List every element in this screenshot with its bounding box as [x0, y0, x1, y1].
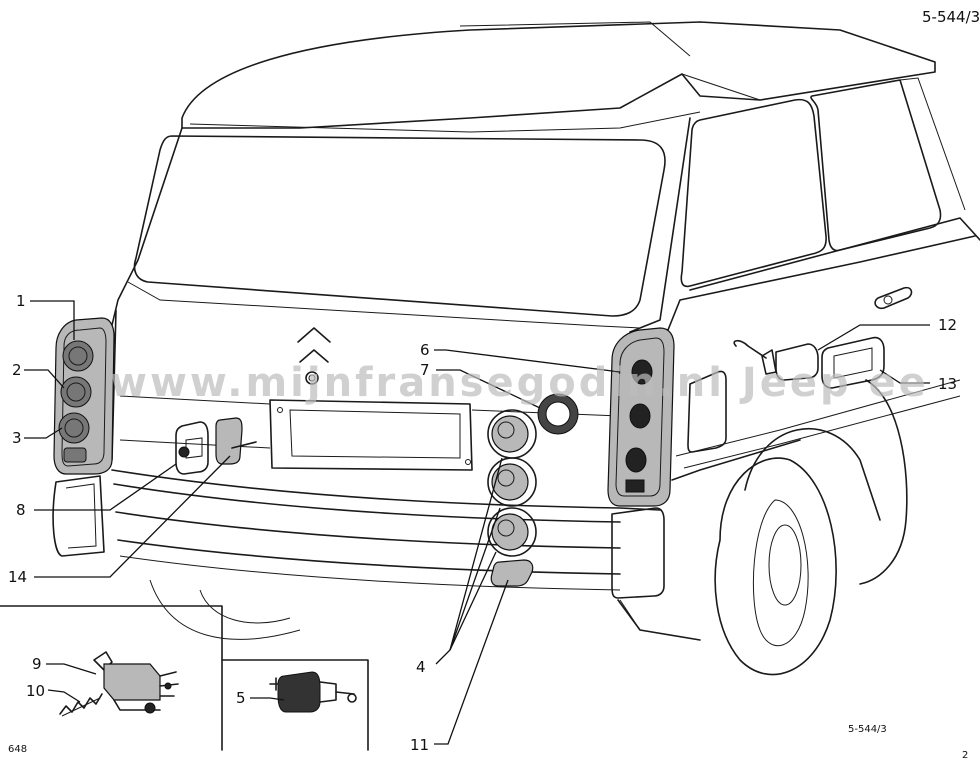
- header-ref: 5-544/3: [922, 8, 980, 26]
- brake-switch: [93, 651, 179, 714]
- round-lamp-bottom: [487, 507, 537, 557]
- spring: [59, 693, 103, 717]
- callout-3: 3: [12, 429, 22, 447]
- callout-8: 8: [16, 501, 26, 519]
- footer-ref: 5-544/3: [848, 724, 887, 735]
- leader-lines: [24, 300, 930, 745]
- callout-9: 9: [32, 655, 42, 673]
- callout-6: 6: [420, 341, 430, 359]
- side-marker-plate: [821, 336, 885, 389]
- round-lamp-top: [487, 409, 537, 459]
- callout-12: 12: [938, 316, 957, 334]
- callout-13: 13: [938, 375, 957, 393]
- callout-1: 1: [16, 292, 26, 310]
- footer-page: 2: [962, 750, 968, 761]
- round-lamp-middle: [487, 457, 537, 507]
- callout-5: 5: [236, 689, 246, 707]
- side-marker-lamp: [733, 339, 819, 381]
- watermark: www.mijnfransegodin.nl Jeep ee: [110, 360, 929, 406]
- callout-14: 14: [8, 568, 27, 586]
- callout-4: 4: [416, 658, 426, 676]
- reflector: [490, 559, 534, 587]
- connector: [269, 671, 357, 713]
- car-body: [52, 21, 980, 676]
- callout-2: 2: [12, 361, 22, 379]
- lamp-bezel: [537, 393, 579, 435]
- callout-11: 11: [410, 736, 429, 754]
- license-lamp: [175, 421, 209, 475]
- callout-10: 10: [26, 682, 45, 700]
- right-tail-light: [607, 327, 675, 507]
- inset-frames: [0, 605, 369, 751]
- callout-7: 7: [420, 361, 430, 379]
- lamp-switch: [215, 417, 257, 465]
- footer-left: 648: [8, 744, 27, 755]
- left-tail-light: [53, 317, 115, 475]
